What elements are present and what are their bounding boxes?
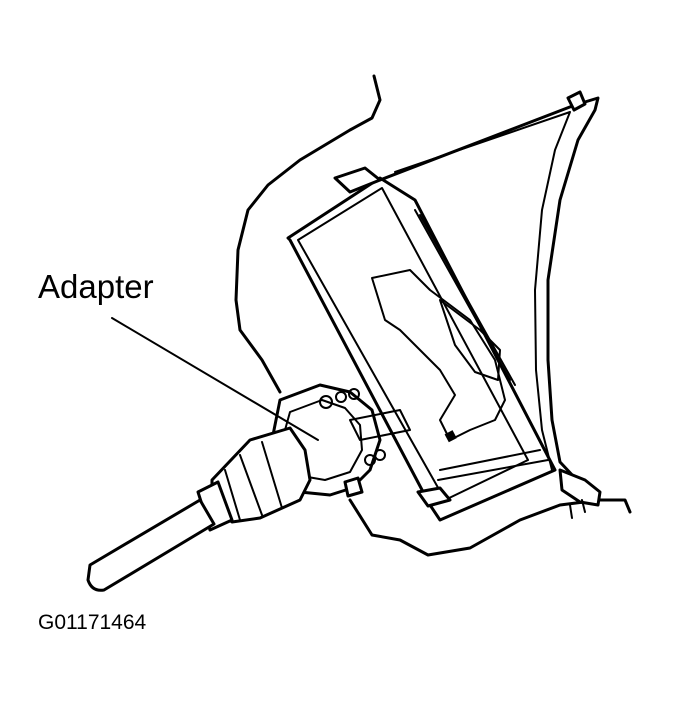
- bracket-top-tab: [566, 90, 587, 112]
- rod-upper: [414, 209, 511, 381]
- firewall-lower-edge: [348, 498, 632, 557]
- adapter-stud-4: [364, 454, 376, 466]
- mounting-bracket-inner: [394, 111, 571, 471]
- booster-housing: [286, 176, 557, 522]
- rod-cross: [439, 449, 541, 471]
- rod-lower: [419, 214, 516, 386]
- adapter-flange: [343, 476, 364, 498]
- rod-cross-2: [437, 459, 549, 481]
- booster-housing-front: [297, 187, 529, 501]
- pushrod: [86, 498, 216, 592]
- mount-foot-right: [558, 468, 602, 507]
- internal-slot: [439, 299, 501, 381]
- adapter-stud-1: [319, 395, 333, 409]
- adapter-stud-2: [335, 391, 347, 403]
- adapter-stud-5: [374, 449, 386, 461]
- mounting-bracket: [378, 96, 600, 480]
- adapter-link: [349, 409, 411, 441]
- boot-rib-3: [261, 441, 283, 509]
- internal-block: [444, 430, 457, 443]
- internal-plate: [371, 269, 506, 441]
- boot-rib-1: [224, 469, 241, 521]
- booster-top-flange: [333, 166, 382, 194]
- figure-id: G01171464: [38, 611, 147, 634]
- mount-foot-lower: [416, 486, 452, 508]
- adapter-label: Adapter: [38, 268, 154, 305]
- boot-rib-2: [239, 454, 263, 516]
- mount-bolt-right: [569, 499, 586, 519]
- adapter-leader-line: [111, 317, 319, 441]
- firewall-outline: [234, 74, 382, 394]
- adapter-stud-3: [348, 388, 360, 400]
